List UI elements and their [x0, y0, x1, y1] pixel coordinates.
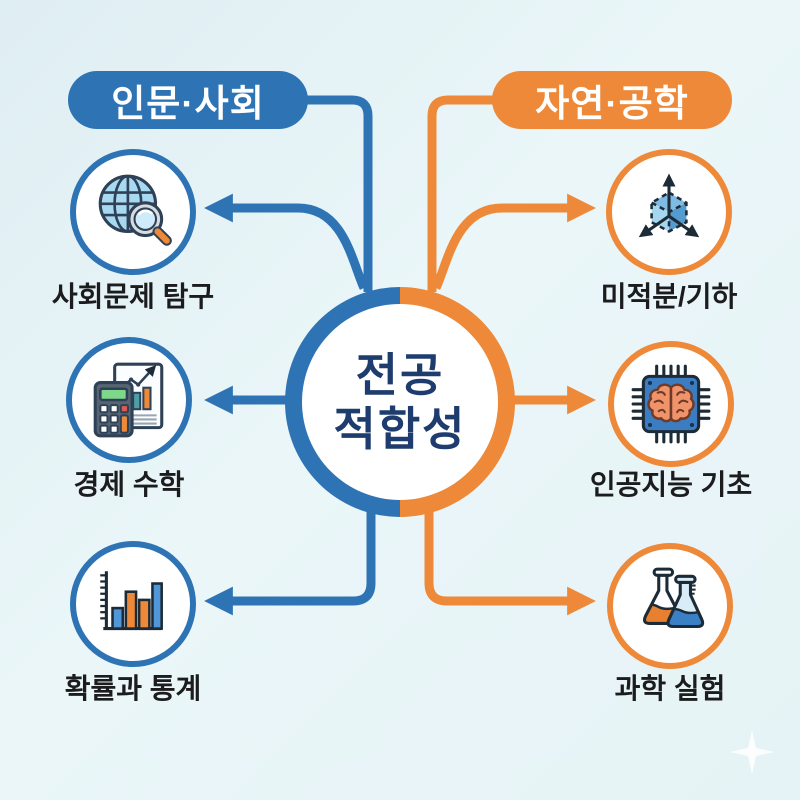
arrow-calculus: [431, 193, 596, 290]
center-title-line2: 적합성: [333, 403, 467, 455]
label-econ-math: 경제 수학: [73, 469, 185, 500]
arrow-social-problem: [204, 193, 369, 290]
center-hub: 전공 적합성: [302, 304, 498, 500]
xyz-axes-cube-icon: [638, 173, 700, 238]
branch-header-science: 자연·공학: [492, 71, 732, 129]
globe-magnifier-icon: [98, 174, 172, 246]
label-science-experiment: 과학 실험: [614, 673, 726, 704]
arrow-science-exp: [424, 508, 596, 616]
sparkle-icon: [730, 730, 774, 774]
ai-brain-chip-icon: [631, 364, 711, 444]
branch-header-humanities: 인문·사회: [68, 71, 308, 129]
connector-humanities-pill: [303, 95, 373, 292]
center-hub-ring: 전공 적합성: [285, 287, 515, 517]
label-probability-stats: 확률과 통계: [64, 673, 202, 704]
calculator-chart-icon: [93, 362, 164, 438]
label-social-problem: 사회문제 탐구: [51, 281, 215, 312]
bar-chart-icon: [100, 571, 163, 631]
node-econ-math: [66, 337, 192, 463]
flasks-icon: [642, 567, 705, 629]
node-science-experiment: [607, 543, 733, 669]
node-ai-basics: [608, 341, 734, 467]
center-title-line1: 전공: [355, 348, 445, 401]
label-calculus-geometry: 미적분/기하: [600, 281, 738, 312]
node-calculus-geometry: [606, 149, 732, 275]
node-social-problem: [70, 149, 196, 275]
node-probability-stats: [70, 541, 196, 667]
connector-science-pill: [427, 95, 497, 292]
arrow-probability: [204, 508, 376, 616]
label-ai-basics: 인공지능 기초: [589, 469, 753, 500]
